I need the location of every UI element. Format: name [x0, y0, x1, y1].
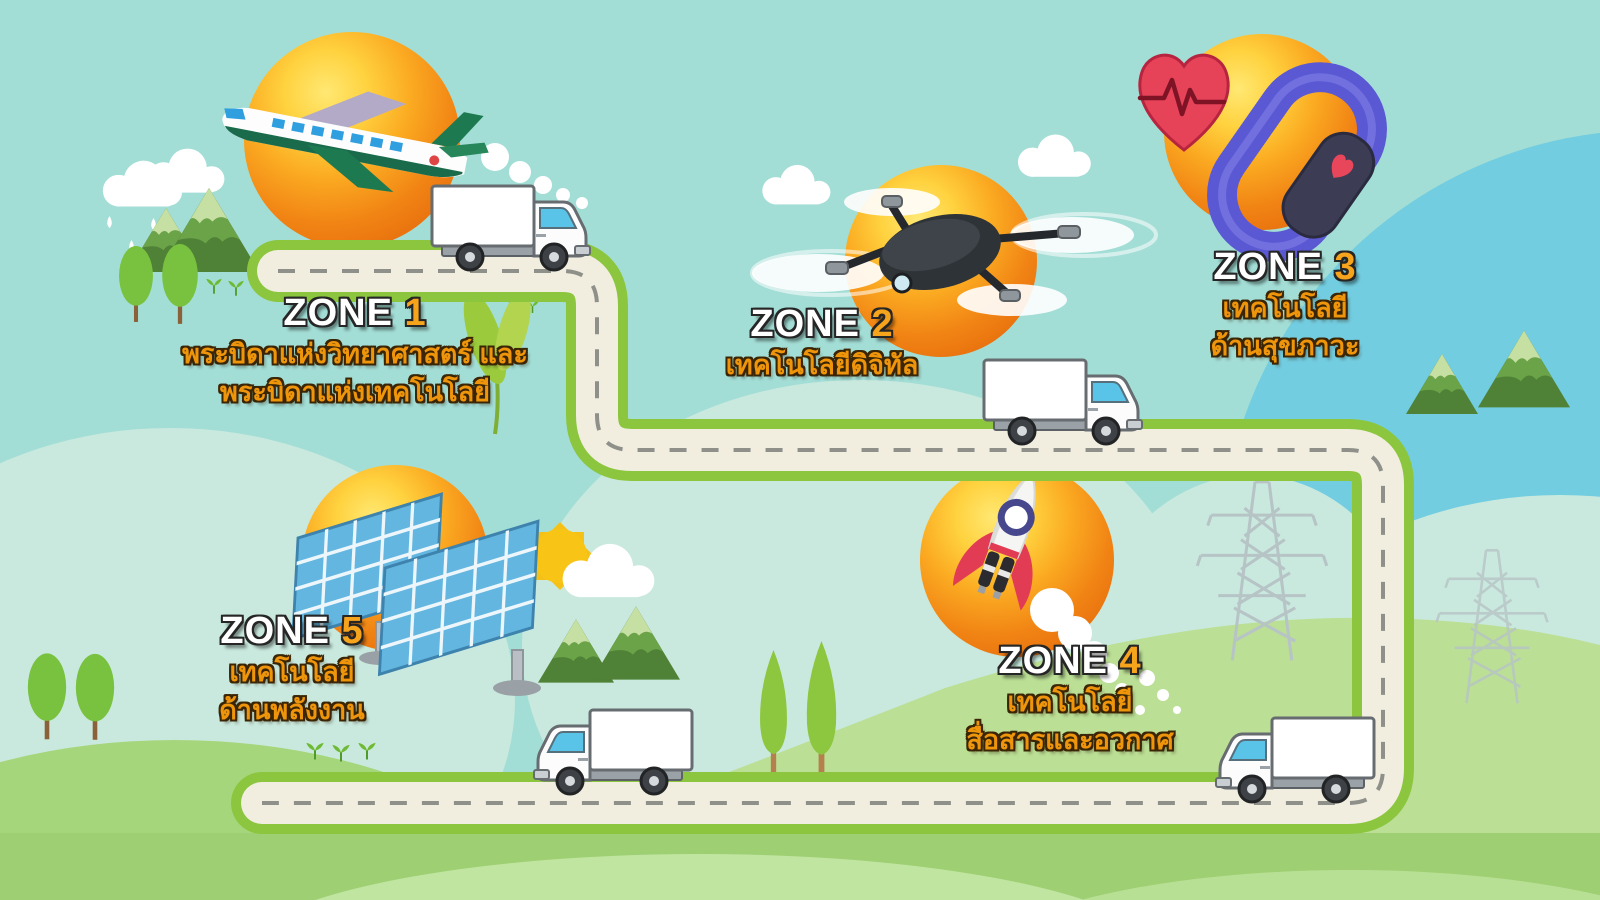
- zone-5-marker: [291, 465, 655, 696]
- leaf-plant-icon: [463, 289, 531, 435]
- delivery-truck-icon: [528, 704, 696, 796]
- zone-2-marker: [750, 165, 1158, 357]
- rocket-smoke-puffs: [1030, 588, 1181, 715]
- solar-panel-icon: [291, 492, 541, 696]
- fitness-band-icon: [1207, 62, 1387, 262]
- drone-icon: [750, 188, 1158, 316]
- zone-3-marker: [1137, 34, 1387, 262]
- delivery-truck-icon: [428, 180, 596, 272]
- road-center-dashes: [262, 269, 1385, 805]
- contrail-puffs: [481, 143, 588, 209]
- delivery-truck-icon: [1210, 712, 1378, 804]
- zone-1-marker: [222, 32, 588, 248]
- zone-4-marker: [920, 463, 1181, 715]
- heart-ecg-icon: [1137, 53, 1230, 152]
- airplane-icon: [222, 91, 489, 193]
- rocket-icon: [952, 472, 1036, 611]
- delivery-truck-icon: [980, 354, 1148, 446]
